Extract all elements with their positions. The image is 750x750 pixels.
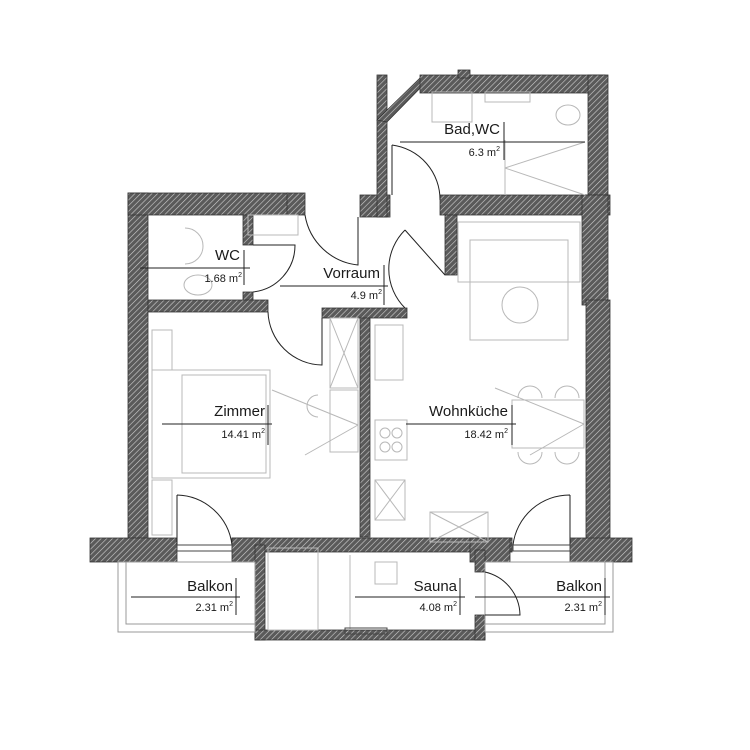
area-exponent: 2 — [504, 428, 508, 435]
area-value: 4.9 — [350, 290, 366, 302]
area-value: 2.31 — [564, 602, 586, 614]
room-area-balkon-left: 2.31 m2 — [170, 601, 233, 614]
area-value: 14.41 — [221, 429, 249, 441]
area-unit: m — [368, 290, 379, 302]
area-exponent: 2 — [598, 601, 602, 608]
room-name-balkon-left: Balkon — [187, 578, 233, 595]
area-unit: m — [443, 602, 454, 614]
area-unit: m — [219, 602, 230, 614]
area-value: 18.42 — [464, 429, 492, 441]
doors — [176, 144, 571, 635]
room-area-sauna: 4.08 m2 — [395, 601, 457, 614]
room-area-bad-wc: 6.3 m2 — [440, 146, 500, 159]
area-value: 1.68 — [204, 273, 226, 285]
area-exponent: 2 — [238, 272, 242, 279]
area-value: 4.08 — [419, 602, 441, 614]
area-unit: m — [228, 273, 239, 285]
area-value: 2.31 — [195, 602, 217, 614]
area-exponent: 2 — [496, 146, 500, 153]
room-name-sauna: Sauna — [413, 578, 457, 595]
room-name-bad-wc: Bad,WC — [444, 121, 500, 138]
door-vorraum-top — [304, 214, 359, 266]
door-bad — [391, 144, 441, 201]
door-sauna — [484, 571, 521, 616]
area-exponent: 2 — [261, 428, 265, 435]
room-name-balkon-right: Balkon — [556, 578, 602, 595]
door-wohnkueche — [388, 229, 446, 309]
door-balkon-left — [176, 494, 233, 546]
door-zimmer — [267, 311, 323, 366]
area-unit: m — [588, 602, 599, 614]
room-area-wc: 1.68 m2 — [180, 272, 242, 285]
area-exponent: 2 — [229, 601, 233, 608]
room-name-wohnkueche: Wohnküche — [429, 403, 508, 420]
area-unit: m — [251, 429, 262, 441]
area-exponent: 2 — [378, 289, 382, 296]
room-area-vorraum: 4.9 m2 — [320, 289, 382, 302]
label-leaders — [131, 122, 610, 615]
room-area-balkon-right: 2.31 m2 — [540, 601, 602, 614]
area-value: 6.3 — [468, 147, 484, 159]
door-wc — [252, 244, 296, 293]
room-name-zimmer: Zimmer — [214, 403, 265, 420]
walls — [89, 69, 633, 641]
area-exponent: 2 — [453, 601, 457, 608]
room-name-vorraum: Vorraum — [323, 265, 380, 282]
area-unit: m — [494, 429, 505, 441]
door-balkon-right — [512, 494, 571, 546]
room-name-wc: WC — [215, 247, 240, 264]
room-area-wohnkueche: 18.42 m2 — [430, 428, 508, 441]
room-area-zimmer: 14.41 m2 — [190, 428, 265, 441]
area-unit: m — [486, 147, 497, 159]
